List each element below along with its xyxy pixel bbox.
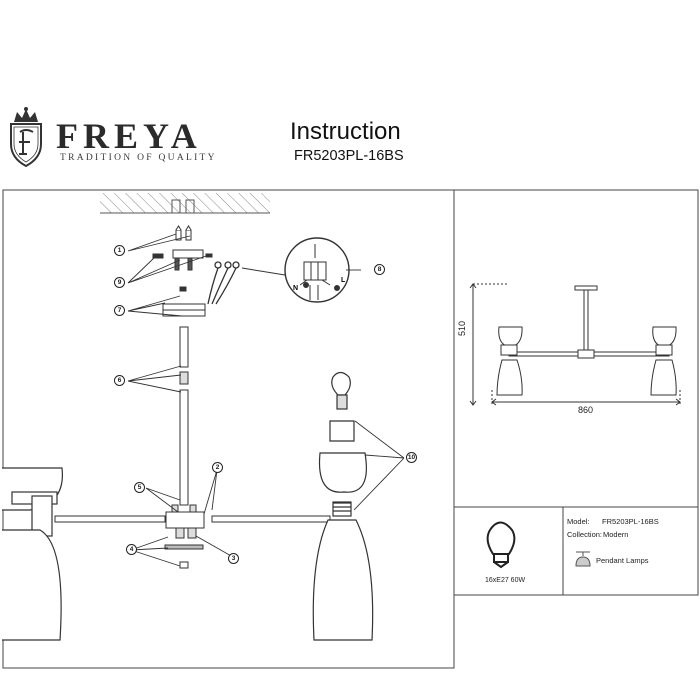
- leader-lines: [127, 233, 405, 567]
- spec-model-label: Model:: [567, 517, 590, 526]
- spec-frame: [453, 506, 699, 596]
- spec-type-label: Pendant Lamps: [596, 556, 649, 565]
- callout-5: 5: [134, 482, 145, 493]
- spec-collection-value: Modern: [603, 530, 629, 539]
- callout-3: 3: [228, 553, 239, 564]
- spec-model-value: FR5203PL-16BS: [602, 517, 659, 526]
- dimension-width: 860: [578, 405, 594, 415]
- callout-8: 8: [374, 264, 385, 275]
- callout-9: 9: [114, 277, 125, 288]
- brand-tagline: TRADITION OF QUALITY: [60, 153, 217, 163]
- central-hub: [164, 504, 205, 569]
- arms: [54, 515, 331, 523]
- canopy: [162, 286, 206, 317]
- stem-rods: [179, 326, 189, 506]
- spec-collection-label: Collection:: [567, 530, 603, 539]
- bulb-icon: [486, 521, 516, 569]
- document-title: Instruction: [290, 118, 401, 145]
- freya-crest-logo: [6, 106, 46, 170]
- callout-6: 6: [114, 375, 125, 386]
- wires: [207, 261, 240, 305]
- dimension-view: [469, 283, 681, 406]
- ceiling-section: [100, 193, 270, 214]
- callout-7: 7: [114, 305, 125, 316]
- right-lamp: [312, 371, 374, 641]
- wiring-label-n: N: [293, 285, 298, 292]
- left-lamp: [2, 467, 63, 641]
- callout-4: 4: [126, 544, 137, 555]
- callout-1: 1: [114, 245, 125, 256]
- brand-name: FREYA: [56, 116, 202, 156]
- callout-10: 10: [406, 452, 417, 463]
- callout-2: 2: [212, 462, 223, 473]
- spec-bulb: 16xE27 60W: [485, 577, 526, 584]
- wiring-detail-circle: [241, 237, 350, 303]
- pendant-lamp-icon: [575, 551, 591, 567]
- dimension-height: 510: [457, 320, 467, 336]
- wiring-label-l: L: [341, 277, 346, 284]
- screw-anchors: [152, 225, 213, 271]
- document-model-code: FR5203PL-16BS: [294, 148, 404, 164]
